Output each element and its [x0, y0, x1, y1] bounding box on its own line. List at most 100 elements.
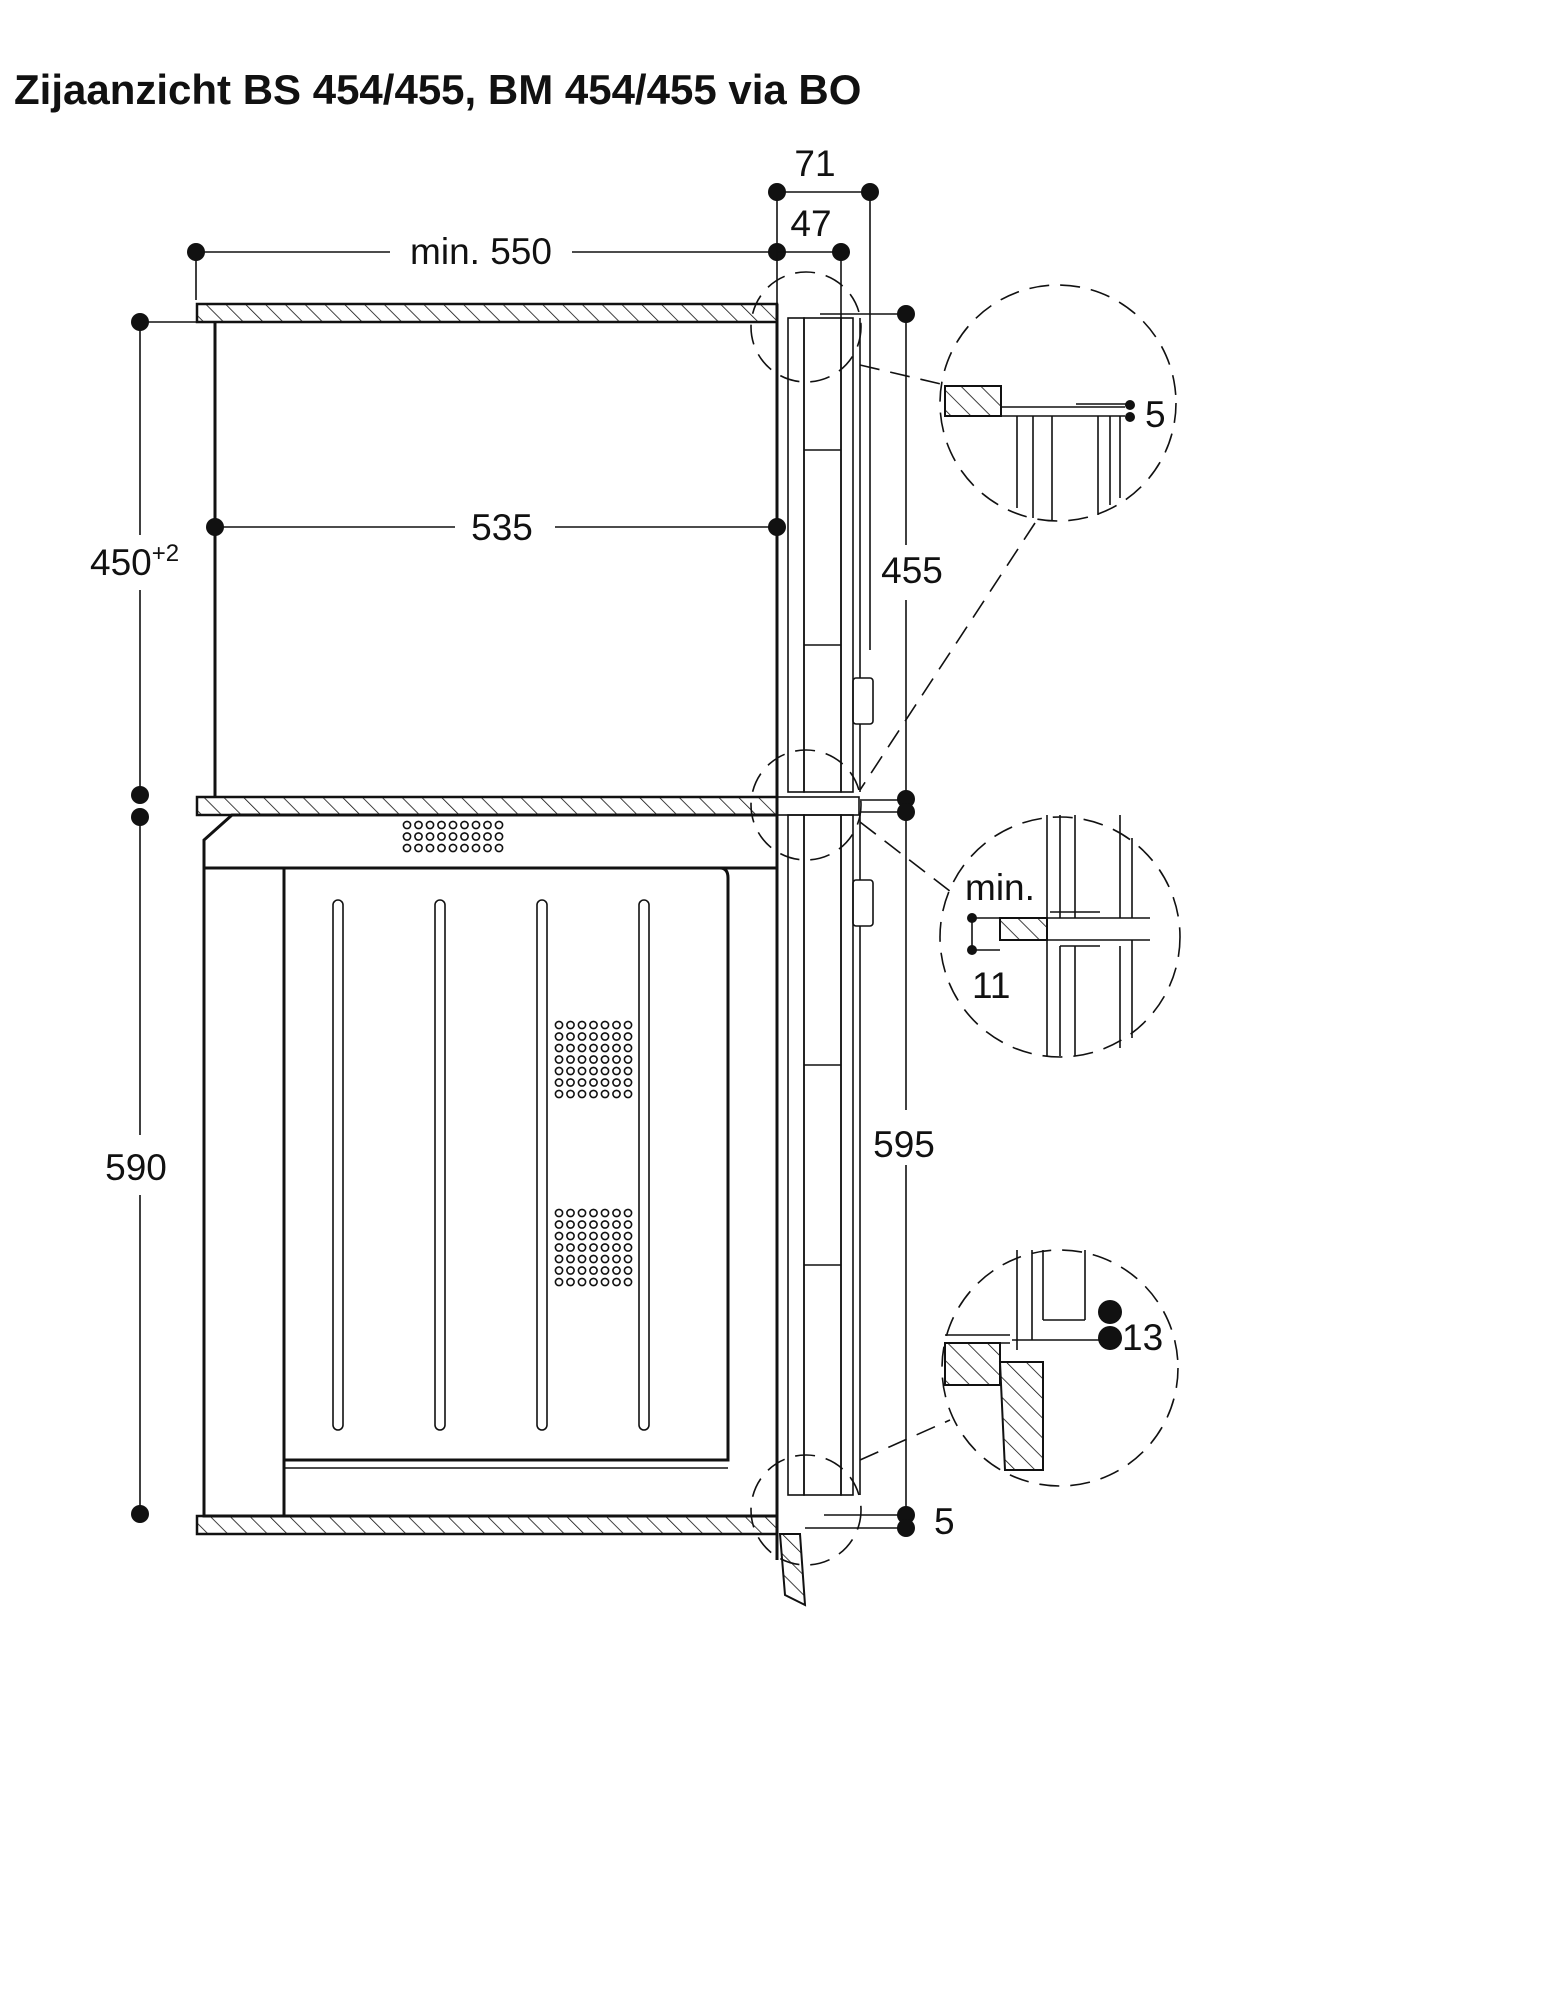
vent-hole: [566, 1089, 575, 1099]
vent-hole: [612, 1220, 621, 1229]
vent-hole: [566, 1043, 575, 1053]
vent-hole: [566, 1266, 575, 1275]
vent-hole: [554, 1277, 564, 1287]
vent-hole: [554, 1043, 564, 1053]
vent-hole: [612, 1078, 621, 1087]
vent-hole: [425, 843, 435, 853]
detail-middle-min-value: 11: [972, 965, 1010, 1006]
vent-holes-top: [402, 820, 504, 853]
dim-niche-lower: 590: [105, 1147, 167, 1188]
vent-hole: [612, 1254, 621, 1264]
vent-hole: [612, 1043, 621, 1053]
dim-front-total: 71: [794, 143, 835, 184]
vent-hole: [589, 1043, 598, 1053]
vent-hole: [566, 1220, 575, 1229]
vent-hole: [577, 1055, 587, 1064]
vent-hole: [577, 1243, 587, 1252]
vent-hole: [600, 1066, 610, 1076]
vent-hole: [612, 1066, 621, 1076]
vent-hole: [483, 820, 492, 830]
vent-hole: [612, 1020, 621, 1030]
vent-hole: [448, 843, 458, 853]
vent-hole: [494, 832, 504, 841]
vent-hole: [623, 1208, 633, 1218]
vent-hole: [577, 1078, 587, 1087]
vent-hole: [414, 832, 423, 841]
oven-body: [202, 813, 779, 1518]
vent-hole: [623, 1243, 633, 1252]
detail-middle-min: min. 11: [939, 815, 1181, 1058]
vent-hole: [577, 1066, 587, 1076]
vent-hole: [577, 1277, 587, 1287]
vent-hole: [448, 820, 458, 830]
vent-hole: [554, 1020, 564, 1030]
vent-hole: [589, 1032, 598, 1041]
vent-hole: [566, 1066, 575, 1076]
vent-hole: [554, 1066, 564, 1076]
vent-hole: [437, 832, 446, 841]
vent-hole: [414, 843, 423, 853]
vent-hole: [600, 1220, 610, 1229]
dim-upper-height: 455: [881, 550, 943, 591]
vent-hole: [448, 832, 458, 841]
vent-hole: [589, 1220, 598, 1229]
vent-hole: [623, 1032, 633, 1041]
vent-hole: [566, 1078, 575, 1087]
vent-hole: [623, 1089, 633, 1099]
vent-hole: [600, 1208, 610, 1218]
dim-lower-height: 595: [873, 1124, 935, 1165]
vent-hole: [577, 1266, 587, 1275]
vent-hole: [566, 1055, 575, 1064]
vent-hole: [566, 1243, 575, 1252]
vent-hole: [612, 1089, 621, 1099]
vent-hole: [623, 1055, 633, 1064]
vent-hole: [566, 1254, 575, 1264]
vent-hole: [600, 1078, 610, 1087]
vent-hole: [566, 1208, 575, 1218]
vent-holes-middle: [554, 1020, 633, 1099]
vent-hole: [589, 1243, 598, 1252]
vent-hole: [460, 832, 469, 841]
vent-hole: [566, 1277, 575, 1287]
vent-hole: [554, 1089, 564, 1099]
vent-hole: [600, 1277, 610, 1287]
front-panels: [775, 304, 874, 1607]
vent-hole: [589, 1066, 598, 1076]
vent-hole: [623, 1254, 633, 1264]
vent-hole: [414, 820, 423, 830]
vent-hole: [589, 1055, 598, 1064]
vent-hole: [425, 832, 435, 841]
vent-hole: [494, 843, 504, 853]
vent-hole: [483, 832, 492, 841]
vent-hole: [577, 1089, 587, 1099]
vent-hole: [600, 1089, 610, 1099]
vent-hole: [577, 1032, 587, 1041]
vent-hole: [554, 1243, 564, 1252]
vent-hole: [623, 1220, 633, 1229]
vent-hole: [483, 843, 492, 853]
vent-hole: [577, 1043, 587, 1053]
vent-hole: [589, 1208, 598, 1218]
vent-hole: [600, 1032, 610, 1041]
vent-hole: [554, 1266, 564, 1275]
vent-hole: [612, 1243, 621, 1252]
vent-hole: [612, 1208, 621, 1218]
vent-hole: [402, 820, 412, 830]
vent-hole: [623, 1066, 633, 1076]
vent-hole: [554, 1055, 564, 1064]
vent-hole: [437, 820, 446, 830]
vent-hole: [623, 1277, 633, 1287]
detail-top-gap-value: 5: [1145, 394, 1166, 435]
vent-hole: [589, 1020, 598, 1030]
vent-hole: [554, 1254, 564, 1264]
vent-hole: [589, 1089, 598, 1099]
vent-hole: [600, 1243, 610, 1252]
vent-hole: [600, 1055, 610, 1064]
vent-hole: [566, 1020, 575, 1030]
vent-hole: [471, 832, 481, 841]
vent-hole: [566, 1231, 575, 1241]
vent-hole: [612, 1266, 621, 1275]
dim-depth-min: min. 550: [410, 231, 552, 272]
vent-hole: [554, 1078, 564, 1087]
middle-shelf: [195, 795, 779, 817]
